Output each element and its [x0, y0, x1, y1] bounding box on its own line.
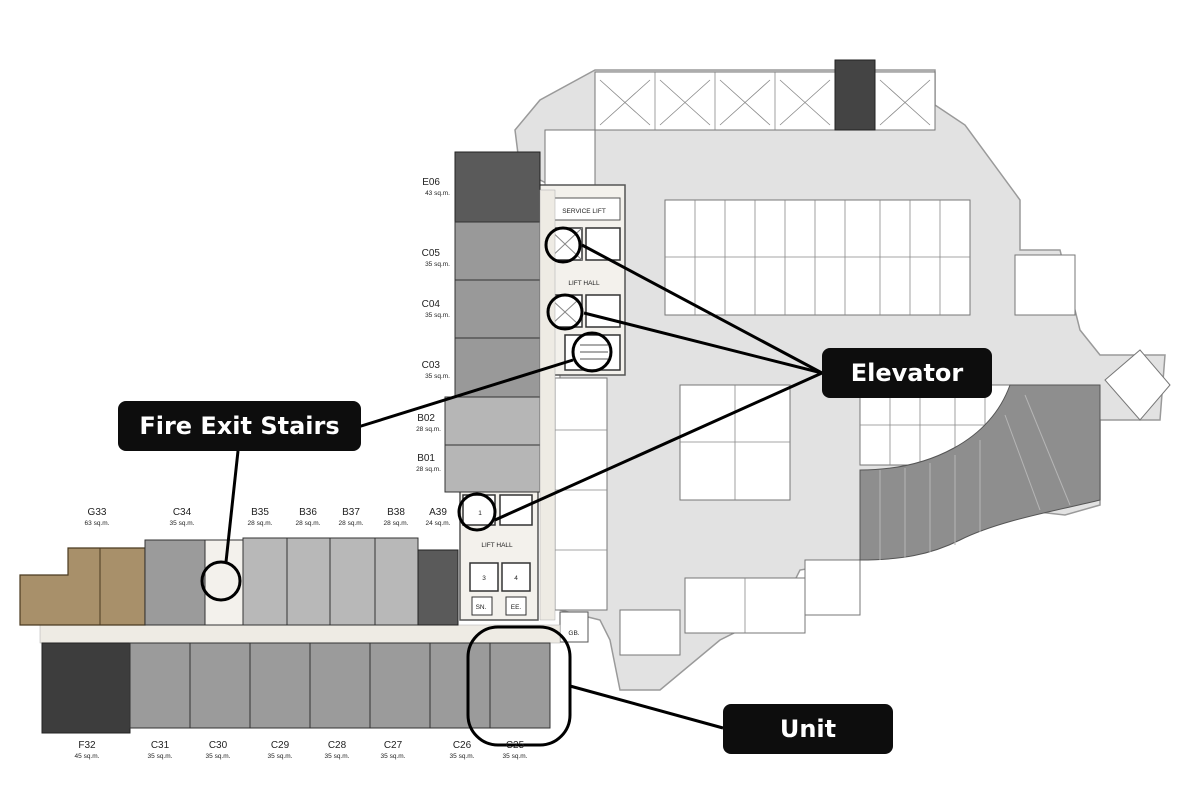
highlight-lift-middle [546, 293, 584, 331]
unit-code: C25 [506, 740, 525, 751]
unit-area: 28 sq.m. [248, 520, 273, 527]
unit-area: 28 sq.m. [416, 466, 441, 473]
service-lift-label: SERVICE LIFT [562, 208, 606, 215]
unit-area: 35 sq.m. [425, 373, 450, 380]
unit-code: C27 [384, 740, 403, 751]
left-tower [444, 151, 556, 621]
lift-hall-bottom-label: LIFT HALL [481, 542, 513, 549]
bottom-row-labels: F32 45 sq.m. C31 35 sq.m. C30 35 sq.m. C… [75, 740, 528, 760]
unit-code: C26 [453, 740, 472, 751]
unit-code: C34 [173, 507, 192, 518]
unit-code: B35 [251, 507, 269, 518]
unit-area: 35 sq.m. [148, 753, 173, 760]
unit-code: B38 [387, 507, 405, 518]
highlight-lift-upper [544, 226, 582, 264]
unit-code: E06 [422, 177, 440, 188]
horizontal-wing [19, 537, 561, 734]
unit-area: 35 sq.m. [425, 312, 450, 319]
sn-label: SN. [476, 604, 487, 611]
unit-code: C03 [422, 360, 441, 371]
room-labels: SERVICE LIFT LIFT HALL LIFT HALL SN. EE.… [476, 208, 606, 637]
unit-code: B01 [417, 453, 435, 464]
lift4-label: 4 [514, 575, 518, 582]
unit-text: Unit [779, 715, 837, 743]
lift3-label: 3 [482, 575, 486, 582]
fire-exit-stairs-callout: Fire Exit Stairs [118, 401, 361, 451]
unit-code: B37 [342, 507, 360, 518]
gb-label: GB. [568, 630, 579, 637]
unit-code: B36 [299, 507, 317, 518]
lift-hall-top-label: LIFT HALL [568, 280, 600, 287]
unit-code: C05 [422, 248, 441, 259]
unit-area: 28 sq.m. [416, 426, 441, 433]
unit-code: A39 [429, 507, 447, 518]
unit-code: C29 [271, 740, 290, 751]
unit-area: 35 sq.m. [425, 261, 450, 268]
elevator-callout: Elevator [822, 348, 992, 398]
fire-exit-stairs-text: Fire Exit Stairs [139, 412, 340, 440]
elevator-text: Elevator [850, 359, 964, 387]
unit-area: 35 sq.m. [268, 753, 293, 760]
unit-area: 35 sq.m. [325, 753, 350, 760]
lift1-label: 1 [478, 510, 482, 517]
unit-area: 35 sq.m. [170, 520, 195, 527]
unit-code: C04 [422, 299, 441, 310]
unit-code: G33 [88, 507, 107, 518]
top-row-labels: G33 63 sq.m. C34 35 sq.m. B35 28 sq.m. B… [85, 507, 451, 527]
unit-code: C31 [151, 740, 170, 751]
unit-area: 63 sq.m. [85, 520, 110, 527]
unit-area: 35 sq.m. [381, 753, 406, 760]
unit-code: F32 [78, 740, 96, 751]
unit-area: 28 sq.m. [339, 520, 364, 527]
unit-area: 28 sq.m. [296, 520, 321, 527]
unit-code: C28 [328, 740, 347, 751]
unit-callout: Unit [723, 704, 893, 754]
unit-area: 35 sq.m. [503, 753, 528, 760]
unit-code: B02 [417, 413, 435, 424]
ee-label: EE. [511, 604, 522, 611]
unit-area: 45 sq.m. [75, 753, 100, 760]
highlight-stair-core [571, 331, 613, 373]
unit-area: 43 sq.m. [425, 190, 450, 197]
annotation-lines [200, 226, 823, 747]
unit-area: 35 sq.m. [206, 753, 231, 760]
unit-area: 28 sq.m. [384, 520, 409, 527]
unit-area: 24 sq.m. [426, 520, 451, 527]
left-column-labels: E06 43 sq.m. C05 35 sq.m. C04 35 sq.m. C… [416, 177, 450, 473]
highlight-lift-lower [457, 492, 497, 532]
unit-area: 35 sq.m. [450, 753, 475, 760]
highlight-stair-wing [200, 560, 242, 602]
unit-code: C30 [209, 740, 228, 751]
